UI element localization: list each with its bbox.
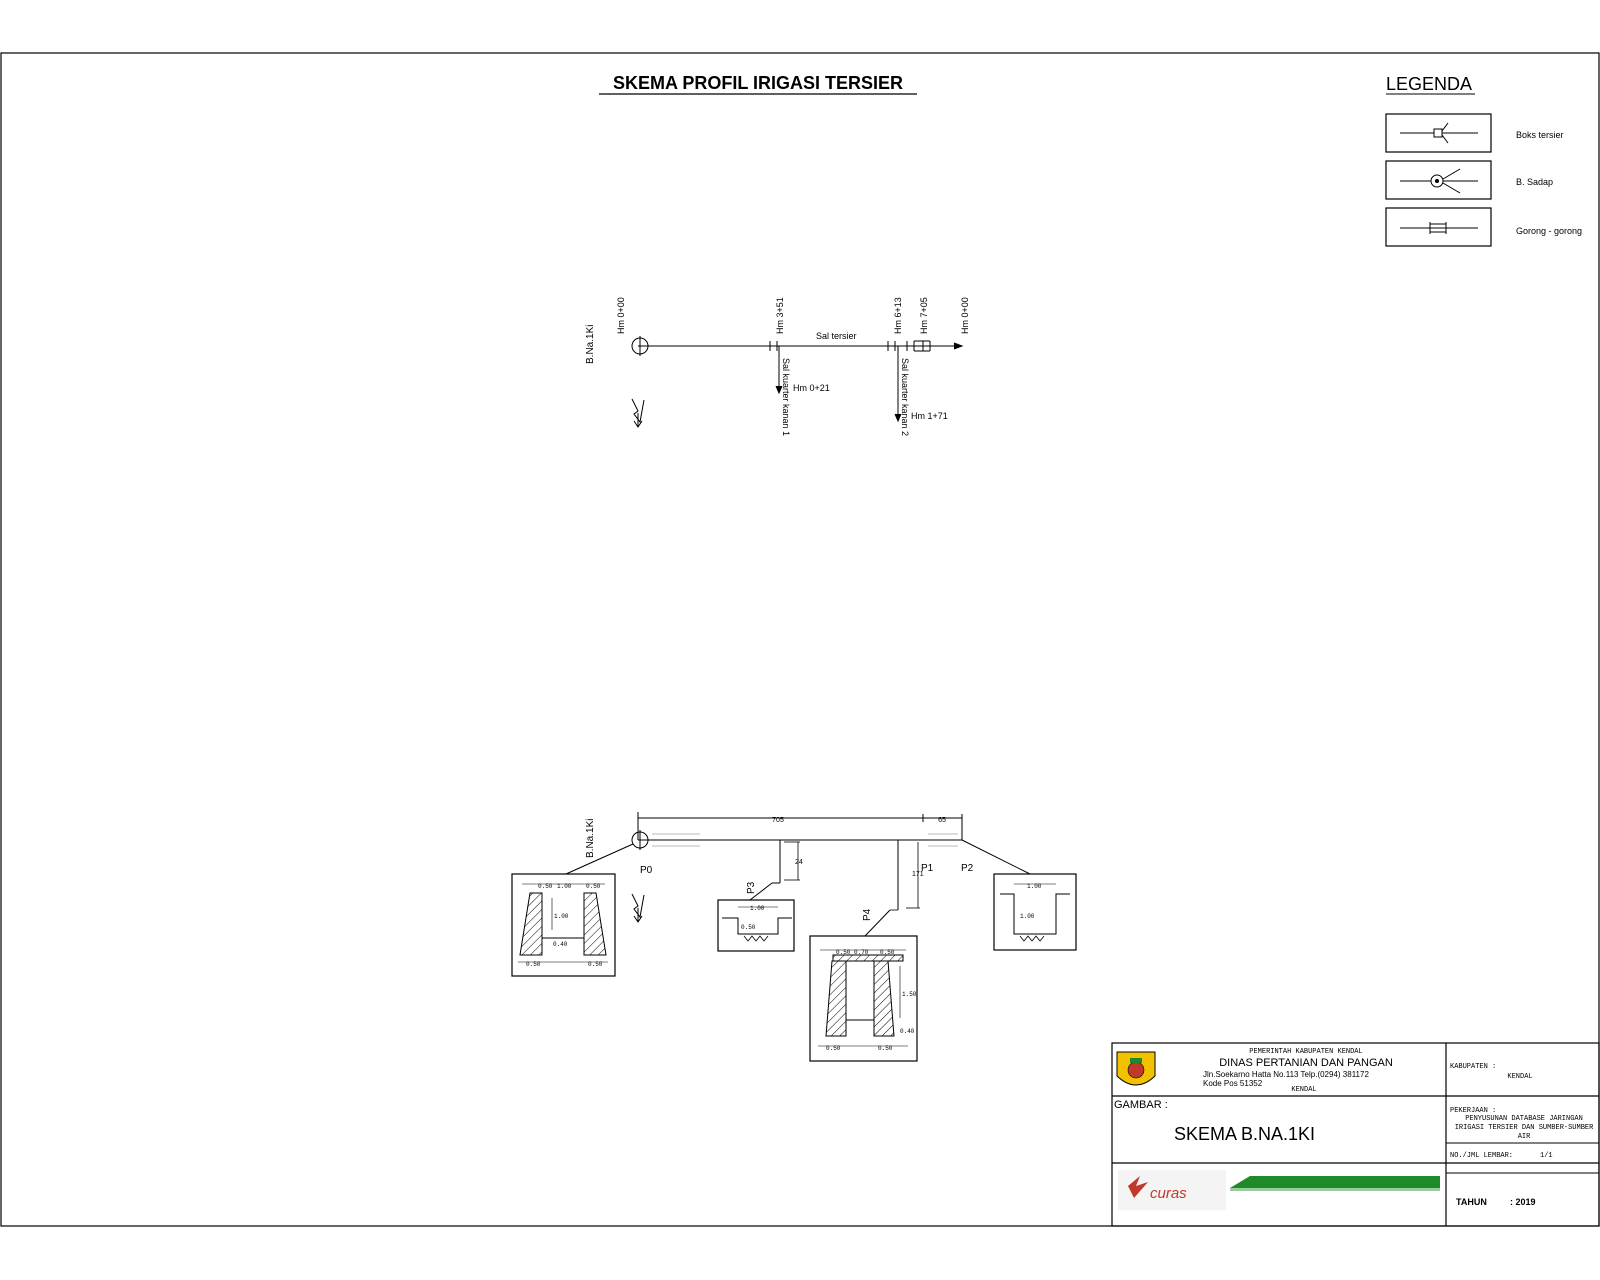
tb-kabupaten-value: KENDAL xyxy=(1507,1073,1532,1081)
svg-text:0.50: 0.50 xyxy=(526,961,541,968)
tb-dept: DINAS PERTANIAN DAN PANGAN xyxy=(1219,1057,1393,1069)
tb-lembar-value: 1/1 xyxy=(1540,1152,1553,1160)
svg-text:1.00: 1.00 xyxy=(750,905,765,912)
svg-text:0.50: 0.50 xyxy=(588,961,603,968)
profile-source-label: B.Na.1Ki xyxy=(585,819,596,858)
north-arrow-icon-2 xyxy=(631,893,645,923)
legend-label-2: B. Sadap xyxy=(1516,177,1553,187)
tb-city: KENDAL xyxy=(1291,1086,1316,1094)
schema-source-label: B.Na.1Ki xyxy=(585,325,596,364)
svg-text:1.00: 1.00 xyxy=(1027,883,1042,890)
tb-gambar-value: SKEMA B.NA.1KI xyxy=(1174,1124,1315,1144)
legend-box-3 xyxy=(1385,207,1492,247)
profile-schema: 705 65 B.Na.1Ki 24 171 P0 P1 P2 xyxy=(511,812,1077,1062)
title-block: PEMERINTAH KABUPATEN KENDAL DINAS PERTAN… xyxy=(1111,1042,1600,1227)
branch-1-end: Hm 0+21 xyxy=(793,383,830,393)
tb-lembar-label: NO./JML LEMBAR: xyxy=(1450,1152,1513,1160)
tb-address: Jln.Soekarno Hatta No.113 Telp.(0294) 38… xyxy=(1203,1070,1369,1079)
svg-text:1.00: 1.00 xyxy=(554,913,569,920)
branch-2-length: 171 xyxy=(912,871,924,878)
kabupaten-logo-icon xyxy=(1116,1051,1156,1086)
svg-text:0.50: 0.50 xyxy=(836,949,851,956)
legend-label-1: Boks tersier xyxy=(1516,130,1564,140)
dim-end-length: 65 xyxy=(938,817,946,824)
svg-text:0.70: 0.70 xyxy=(854,949,869,956)
page-title: SKEMA PROFIL IRIGASI TERSIER xyxy=(613,73,903,93)
cross-section-p2: 1.00 1.00 xyxy=(993,873,1077,951)
gorong-gorong-icon xyxy=(1400,222,1478,234)
point-label-p0: P0 xyxy=(640,865,653,876)
legend: LEGENDA Boks tersier B. Sadap Gorong xyxy=(1385,74,1582,247)
svg-text:0.50: 0.50 xyxy=(826,1045,841,1052)
tb-postcode: Kode Pos 51352 xyxy=(1203,1079,1263,1088)
legend-label-3: Gorong - gorong xyxy=(1516,226,1582,236)
branch-1-length: 24 xyxy=(795,859,803,866)
boks-tersier-icon xyxy=(1400,122,1478,144)
consultant-name: curas xyxy=(1150,1185,1187,1202)
tb-pekerjaan-label: PEKERJAAN : xyxy=(1450,1107,1496,1115)
svg-text:0.40: 0.40 xyxy=(900,1028,915,1035)
tb-tahun-value: : 2019 xyxy=(1510,1197,1536,1207)
bangunan-sadap-icon xyxy=(1400,168,1478,194)
station-label-4: Hm 0+00 xyxy=(960,297,970,334)
channel-label: Sal tersier xyxy=(816,331,857,341)
svg-text:1.00: 1.00 xyxy=(557,883,572,890)
branch-2-label: Sal kuarter kanan 2 xyxy=(900,358,910,436)
svg-text:0.50: 0.50 xyxy=(741,924,756,931)
svg-text:1.50: 1.50 xyxy=(902,991,917,998)
svg-text:0.50: 0.50 xyxy=(880,949,895,956)
tb-gambar-label: GAMBAR : xyxy=(1114,1099,1168,1111)
station-label-0: Hm 0+00 xyxy=(616,297,626,334)
station-label-3: Hm 7+05 xyxy=(919,297,929,334)
network-schema: B.Na.1Ki Hm 0+00 Hm 3+51 Hm 6+13 Hm 7+05… xyxy=(585,297,970,436)
dim-main-length: 705 xyxy=(772,817,784,824)
branch-2-end: Hm 1+71 xyxy=(911,411,948,421)
svg-text:0.40: 0.40 xyxy=(553,941,568,948)
station-label-2: Hm 6+13 xyxy=(893,297,903,334)
cross-section-p0: 0.50 1.00 0.50 1.00 0.40 0.50 0.50 xyxy=(511,873,616,977)
svg-text:0.50: 0.50 xyxy=(538,883,553,890)
legend-box-1 xyxy=(1385,113,1492,153)
tb-pekerjaan-line1: PENYUSUNAN DATABASE JARINGAN xyxy=(1465,1115,1583,1123)
tb-tahun-label: TAHUN xyxy=(1456,1197,1487,1207)
point-label-p3: P3 xyxy=(746,881,757,894)
legend-title: LEGENDA xyxy=(1386,74,1472,94)
legend-box-2 xyxy=(1385,160,1492,200)
main-channel-arrow xyxy=(953,342,964,350)
sheet-border xyxy=(0,52,1600,1227)
north-arrow-icon xyxy=(631,398,645,428)
point-label-p1: P1 xyxy=(921,863,934,874)
point-label-p2: P2 xyxy=(961,863,974,874)
consultant-logo-icon: curas xyxy=(1118,1170,1440,1210)
tb-kabupaten-label: KABUPATEN : xyxy=(1450,1063,1496,1071)
svg-text:1.00: 1.00 xyxy=(1020,913,1035,920)
station-label-1: Hm 3+51 xyxy=(775,297,785,334)
svg-text:0.50: 0.50 xyxy=(878,1045,893,1052)
point-label-p4: P4 xyxy=(862,908,873,921)
cross-section-p4: 0.50 0.70 0.50 1.50 0.40 0.50 0.50 xyxy=(809,935,918,1062)
tb-pekerjaan-line2: IRIGASI TERSIER DAN SUMBER-SUMBER xyxy=(1455,1124,1594,1132)
branch-1-label: Sal kuarter kanan 1 xyxy=(781,358,791,436)
tb-pekerjaan-line3: AIR xyxy=(1518,1133,1531,1141)
svg-text:0.50: 0.50 xyxy=(586,883,601,890)
tb-gov: PEMERINTAH KABUPATEN KENDAL xyxy=(1249,1048,1362,1056)
cross-section-p3: 1.00 0.50 xyxy=(717,899,795,952)
